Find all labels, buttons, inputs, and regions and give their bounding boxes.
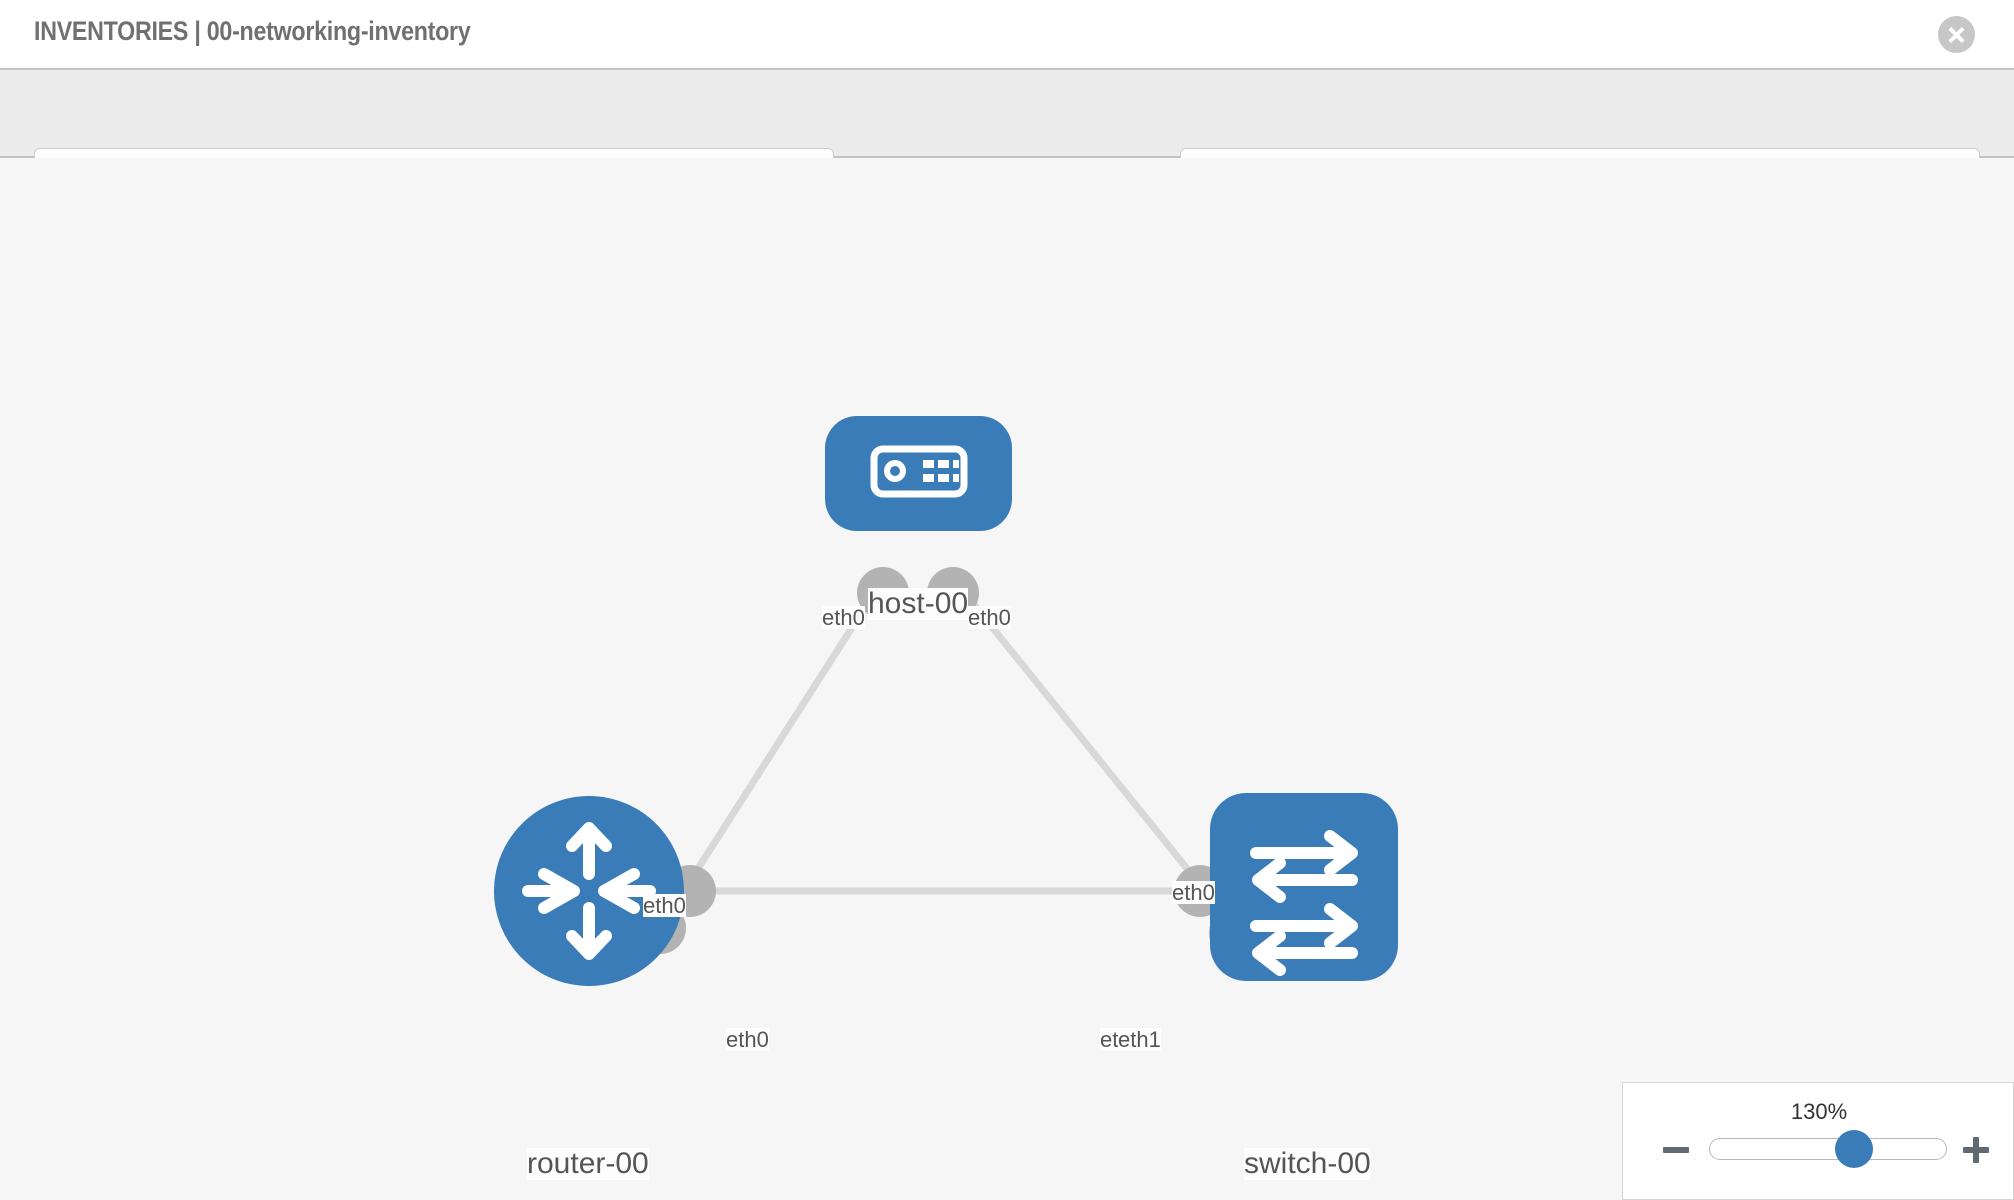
page-header: INVENTORIES | 00-networking-inventory: [0, 0, 2014, 68]
node-label-router-00: router-00: [527, 1147, 649, 1180]
node-label-host-00: host-00: [868, 587, 969, 620]
toolbar: ACTIONS SEARCH: [0, 68, 2014, 204]
node-switch-00[interactable]: [1210, 793, 1398, 981]
topology-canvas[interactable]: eth0 host-00 eth0 eth0 eth0 eth0 eth eth…: [0, 158, 2014, 1200]
zoom-level-value: 130%: [1790, 1099, 1848, 1124]
router-icon: [522, 822, 656, 960]
iface-label-router-right: eth0: [726, 1027, 769, 1052]
zoom-in-button[interactable]: [1959, 1133, 1993, 1167]
zoom-slider-handle[interactable]: [1835, 1130, 1873, 1168]
close-icon[interactable]: [1938, 16, 1975, 53]
node-label-switch-00: switch-00: [1244, 1147, 1371, 1180]
topology-graph: [494, 416, 1398, 986]
iface-label-switch-left: eth1: [1118, 1027, 1161, 1052]
iface-label-router-up: eth0: [643, 893, 686, 918]
page-title: INVENTORIES | 00-networking-inventory: [34, 16, 471, 46]
switch-icon: [1250, 830, 1358, 976]
iface-label-host-right: eth0: [968, 605, 1011, 630]
iface-label-host-left: eth0: [822, 605, 865, 630]
zoom-out-button[interactable]: [1659, 1133, 1693, 1167]
zoom-control: 130%: [1622, 1082, 2014, 1200]
node-router-00[interactable]: [494, 796, 684, 986]
host-icon: [870, 445, 968, 498]
iface-label-switch-up: eth0: [1172, 880, 1215, 905]
zoom-slider-track[interactable]: [1709, 1138, 1947, 1160]
node-host-00[interactable]: [825, 416, 1012, 531]
